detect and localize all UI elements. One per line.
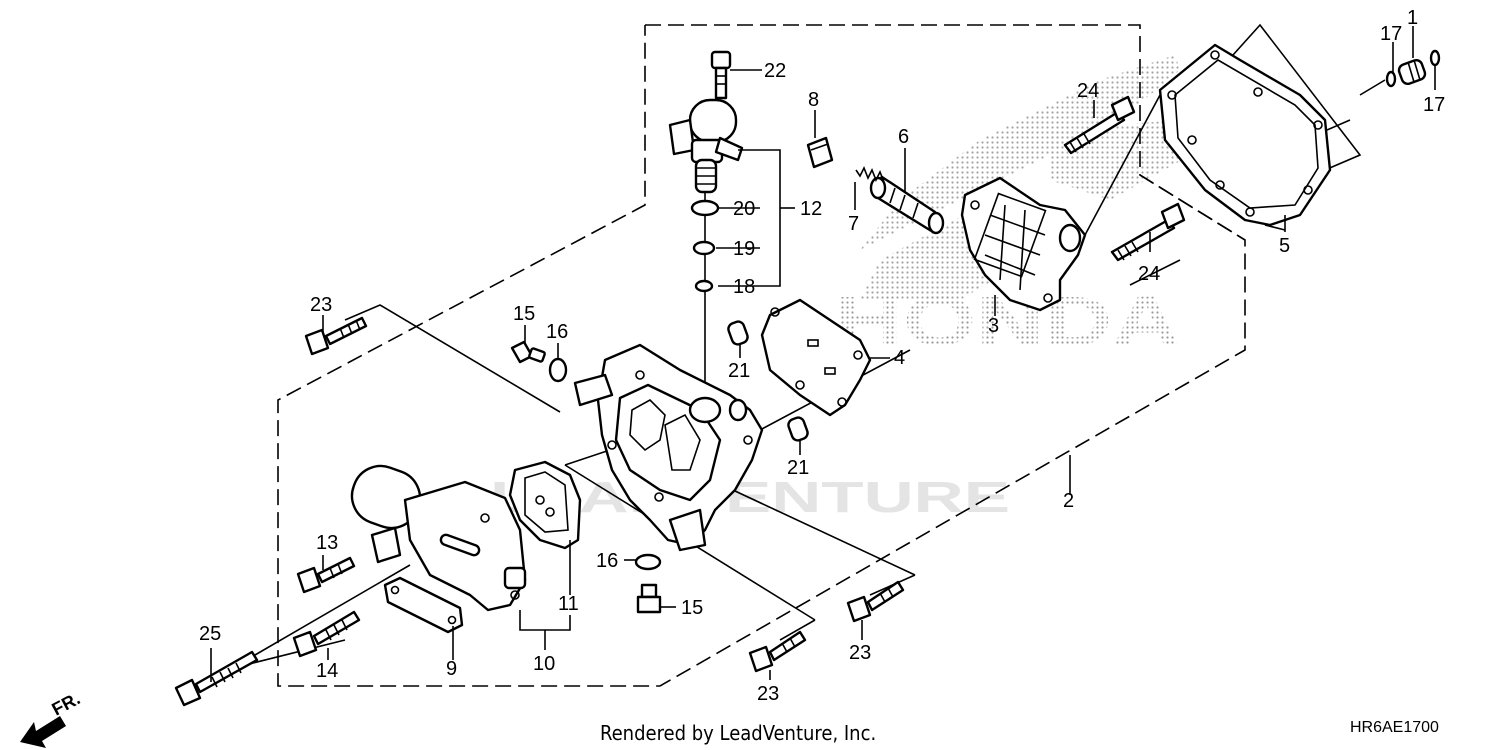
callout-3: 3	[988, 315, 999, 337]
bolt-part-23-upper	[304, 316, 368, 356]
leader-lines	[210, 26, 1436, 682]
callout-16-lower: 16	[596, 550, 618, 572]
render-credit: Rendered by LeadVenture, Inc.	[600, 721, 876, 745]
bolt-part-15-lower	[636, 583, 662, 614]
washer-part-17-right	[1429, 49, 1441, 67]
callout-24-lower: 24	[1138, 263, 1160, 285]
callout-23-lower-right: 23	[849, 642, 871, 664]
callout-18: 18	[733, 276, 755, 298]
front-label: FR.	[48, 688, 83, 719]
solenoid-part-12	[668, 98, 744, 194]
plate-part-8	[806, 136, 834, 169]
callout-23-lower-left: 23	[757, 683, 779, 705]
diagram-code: HR6AE1700	[1350, 719, 1439, 736]
callout-21-upper: 21	[728, 360, 750, 382]
callout-numbers: 1 2 3 4 5 6 7 8 9 10 11 12 13 14 15 15 1…	[199, 7, 1445, 705]
valve-body-part-3	[960, 176, 1087, 312]
spring-part-7	[855, 166, 885, 183]
o-ring-part-19	[692, 240, 716, 256]
callout-19: 19	[733, 238, 755, 260]
callout-5: 5	[1279, 235, 1290, 257]
callout-12: 12	[800, 198, 822, 220]
callout-15-upper: 15	[513, 303, 535, 325]
callout-8: 8	[808, 89, 819, 111]
callout-20: 20	[733, 198, 755, 220]
callout-9: 9	[446, 658, 457, 680]
dowel-pin-part-21-upper	[727, 320, 749, 346]
callout-23-upper: 23	[310, 294, 332, 316]
bolt-part-13	[296, 556, 356, 594]
callout-17-right: 17	[1423, 94, 1445, 116]
callout-10: 10	[533, 653, 555, 675]
callout-25: 25	[199, 623, 221, 645]
bolt-part-23-lower-right	[846, 580, 905, 623]
front-direction-arrow: FR.	[20, 688, 83, 748]
callout-7: 7	[848, 213, 859, 235]
assembly-boundary-upper-right	[1139, 174, 1246, 241]
main-valve-body	[573, 343, 764, 552]
gasket-part-5	[1158, 43, 1332, 227]
bolt-part-24-upper	[1063, 95, 1136, 155]
linear-solenoid-part-10	[350, 464, 527, 612]
washer-part-16-upper	[548, 357, 568, 383]
plug-part-1	[1397, 58, 1427, 86]
bolt-part-14	[292, 610, 361, 658]
plate-part-9	[383, 576, 464, 634]
bolt-part-15-upper	[510, 340, 546, 364]
callout-13: 13	[316, 532, 338, 554]
callout-22: 22	[764, 60, 786, 82]
callout-21-lower: 21	[787, 457, 809, 479]
o-ring-part-18	[694, 279, 714, 293]
callout-6: 6	[898, 126, 909, 148]
bolt-part-25	[174, 650, 259, 707]
o-ring-part-20	[690, 199, 720, 217]
callout-24-upper: 24	[1077, 80, 1099, 102]
bolt-part-22	[710, 50, 732, 100]
callout-11: 11	[558, 593, 579, 615]
assembly-boundary-2	[277, 24, 1246, 687]
callout-17-left: 17	[1380, 23, 1402, 45]
callout-16-upper: 16	[546, 321, 568, 343]
washer-part-16-lower	[634, 553, 662, 571]
callout-4: 4	[894, 347, 905, 369]
gasket-part-11	[508, 460, 582, 550]
bolt-part-23-lower-left	[748, 630, 807, 673]
washer-part-17-left	[1385, 70, 1397, 88]
callout-2: 2	[1063, 490, 1074, 512]
bolt-part-24-lower	[1110, 202, 1186, 262]
callout-14: 14	[316, 660, 338, 682]
callout-1: 1	[1407, 7, 1418, 29]
separator-plate-part-4	[760, 298, 872, 417]
callout-15-lower: 15	[681, 597, 703, 619]
dowel-pin-part-21-lower	[787, 416, 809, 442]
